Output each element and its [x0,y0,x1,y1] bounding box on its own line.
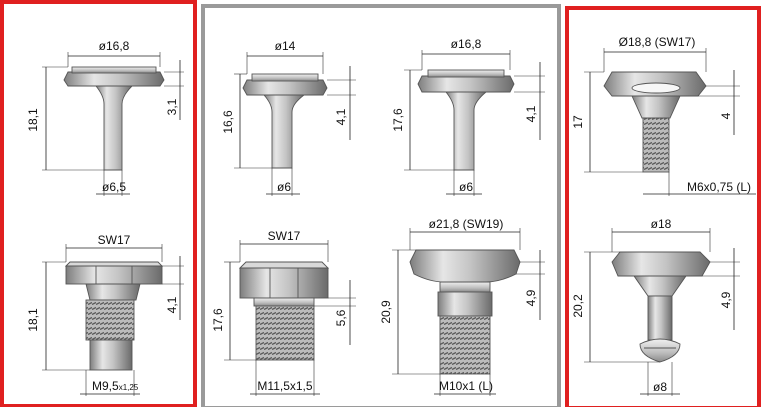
part7-height-label: 17 [571,115,585,129]
part5-head-height-label: 5,6 [334,309,348,326]
valve-part-6: ø21,8 (SW19) 20,9 4,9 M10x1 (L) [379,217,545,396]
part1-height-label: 18,1 [26,108,40,132]
part8-shank-diameter-label: ø8 [653,380,667,394]
part7-head-diameter-label: Ø18,8 (SW17) [619,35,696,49]
valve-part-2: SW17 18,1 4,1 M9,5x1,25 [26,233,184,396]
part2-thread-main: M9,5 [92,379,119,393]
part2-height-label: 18,1 [26,308,40,332]
valve-part-4: ø16,8 17,6 4,1 ø6 [391,37,545,196]
part6-head-diameter-label: ø21,8 (SW19) [429,217,504,231]
part8-head-diameter-label: ø18 [651,217,672,231]
part8-head-height-label: 4,9 [719,291,733,308]
right-panel-frame [565,6,761,407]
part4-head-diameter-label: ø16,8 [451,37,482,51]
part6-thread-label: M10x1 (L) [439,379,493,393]
part1-head-diameter-label: ø16,8 [99,39,130,53]
middle-panel-frame [201,4,561,407]
part2-head-height-label: 4,1 [165,296,179,313]
part4-height-label: 17,6 [391,108,405,132]
part5-height-label: 17,6 [211,308,225,332]
valve-part-7: Ø18,8 (SW17) 17 4 M6x0,75 (L) [571,35,756,196]
valve-part-8: ø18 20,2 4,9 ø8 [571,217,740,396]
part2-thread-pitch: x1,25 [119,383,139,392]
part4-shank-diameter-label: ø6 [459,180,473,194]
part3-shank-diameter-label: ø6 [277,180,291,194]
part2-thread-label: M9,5x1,25 [92,379,139,393]
part7-head-height-label: 4 [719,112,733,119]
part8-height-label: 20,2 [571,294,585,318]
part1-head-height-label: 3,1 [165,98,179,115]
part7-thread-label: M6x0,75 (L) [687,180,751,194]
part5-thread-label: M11,5x1,5 [257,379,312,393]
left-panel-frame [0,0,197,407]
part3-head-height-label: 4,1 [334,108,348,125]
part3-height-label: 16,6 [221,110,235,134]
part2-wrench-size-label: SW17 [98,233,131,247]
part3-head-diameter-label: ø14 [275,39,296,53]
part1-shank-diameter-label: ø6,5 [102,180,126,194]
part6-head-height-label: 4,9 [524,289,538,306]
valve-part-5: SW17 17,6 5,6 M11,5x1,5 [211,229,356,396]
part6-height-label: 20,9 [379,300,393,324]
valve-part-1: ø16,8 18,1 3,1 ø6,5 [26,39,184,196]
part4-head-height-label: 4,1 [524,105,538,122]
part5-wrench-size-label: SW17 [268,229,301,243]
valve-part-3: ø14 16,6 4,1 ø6 [221,39,356,196]
